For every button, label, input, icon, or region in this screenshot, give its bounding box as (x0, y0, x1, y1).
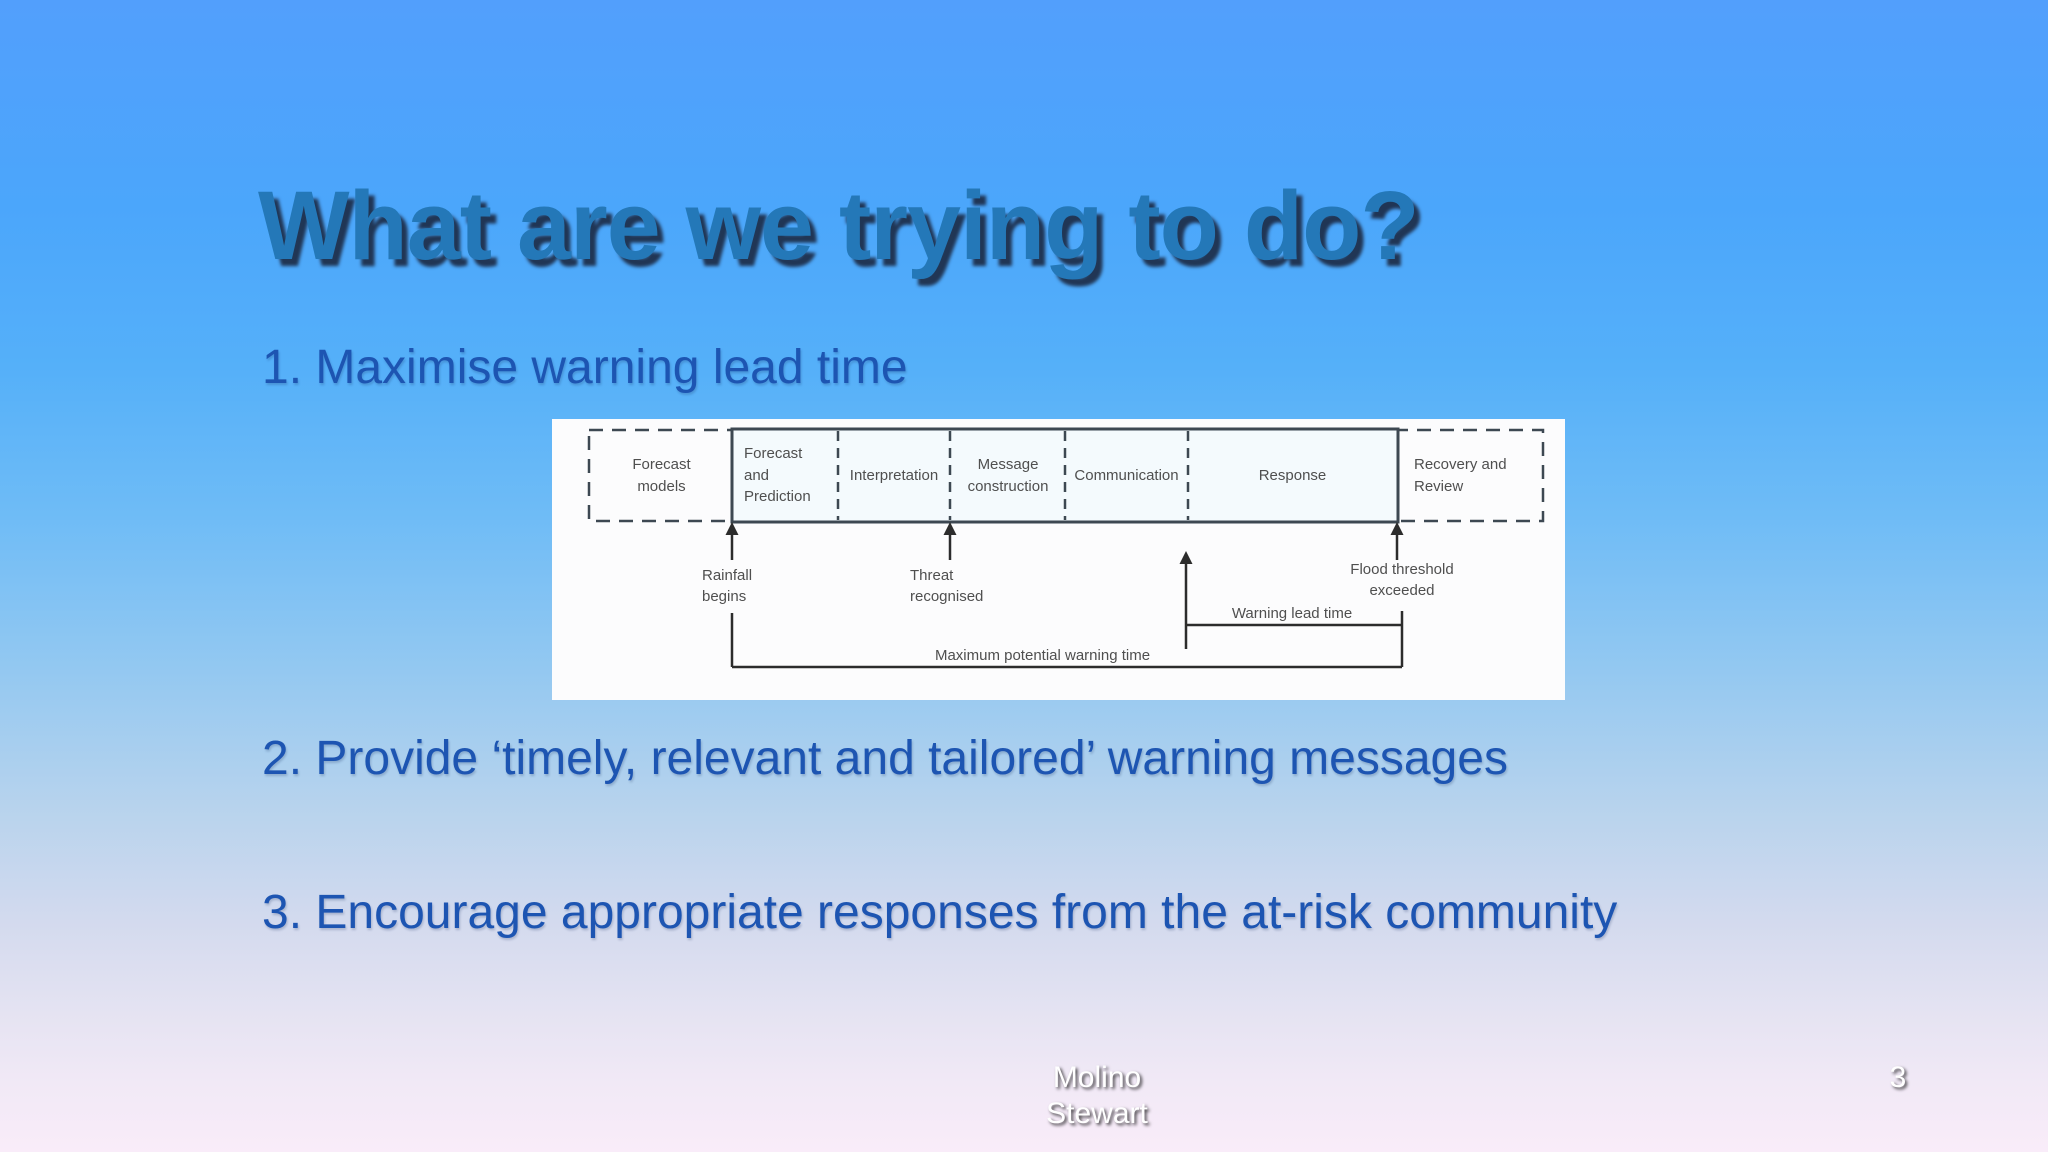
stage-forecast-models: Forecast models (632, 455, 691, 495)
threat-arrow-head (943, 522, 957, 535)
page-title: What are we trying to do? (258, 170, 1420, 280)
flood-arrow-head (1390, 522, 1404, 535)
stage-message-construction: Message construction (967, 455, 1049, 495)
label-flood-threshold: Flood threshold exceeded (1350, 561, 1454, 599)
label-rainfall-begins: Rainfall begins (702, 567, 753, 605)
stage-response: Response (1258, 466, 1327, 484)
diagram-lines (587, 427, 1545, 669)
point-encourage-responses: 3. Encourage appropriate responses from … (262, 886, 1618, 939)
footer-company: Molino Stewart (1046, 1061, 1148, 1130)
rainfall-arrow-head (725, 522, 739, 535)
stage-communication: Communication (1074, 466, 1179, 484)
label-max-potential-warning-time: Maximum potential warning time (934, 647, 1151, 664)
warning-lead-arrow-head (1179, 551, 1193, 564)
stage-forecast-prediction: Forecast and Prediction (744, 444, 811, 506)
label-warning-lead-time: Warning lead time (1231, 605, 1353, 622)
label-threat-recognised: Threat recognised (910, 567, 984, 605)
point-maximise-lead-time: 1. Maximise warning lead time (262, 341, 908, 394)
point-timely-messages: 2. Provide ‘timely, relevant and tailore… (262, 732, 1508, 785)
warning-timeline-diagram: Forecast models Forecast and Prediction … (552, 419, 1565, 700)
page-number: 3 (1889, 1061, 1907, 1094)
stage-interpretation: Interpretation (849, 466, 939, 484)
stage-recovery-review: Recovery and Review (1414, 455, 1507, 495)
